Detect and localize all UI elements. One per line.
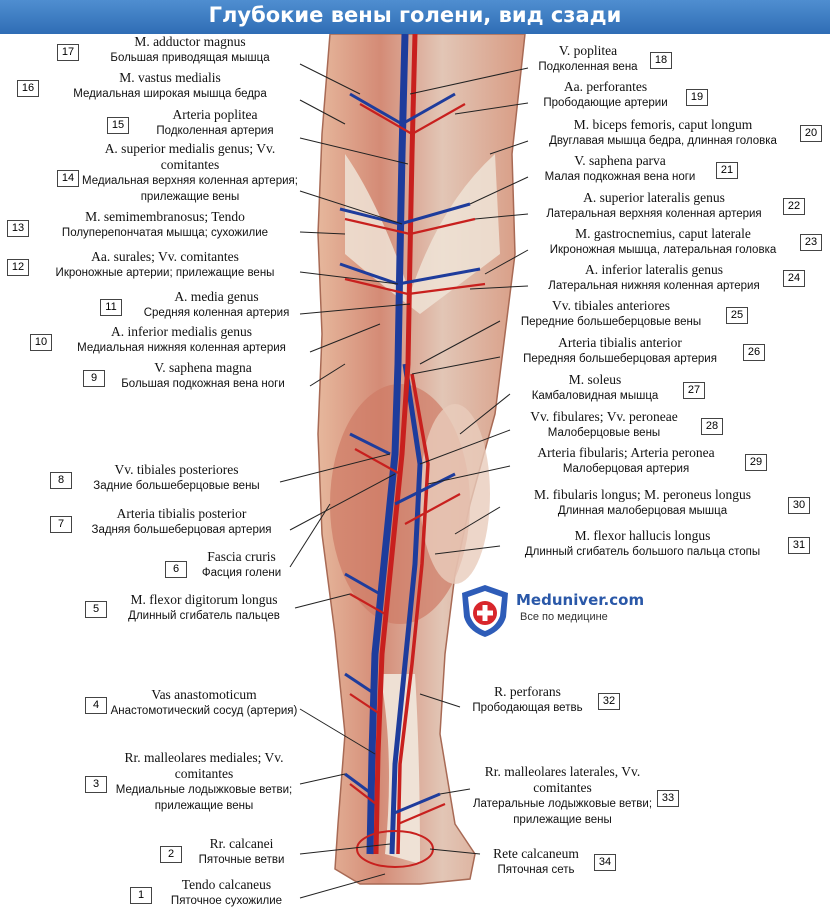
marker-2: 2 <box>160 846 182 863</box>
artery-branches <box>344 103 486 826</box>
marker-9: 9 <box>83 370 105 387</box>
logo-brand: Meduniver.com <box>516 591 645 609</box>
meduniver-logo: Meduniver.com Все по медицине <box>458 583 658 643</box>
marker-20: 20 <box>800 125 822 142</box>
marker-12: 12 <box>7 259 29 276</box>
marker-3: 3 <box>85 776 107 793</box>
marker-31: 31 <box>788 537 810 554</box>
marker-6: 6 <box>165 561 187 578</box>
label-superior-medialis-genus: A. superior medialis genus; Vv. comitant… <box>82 141 298 203</box>
logo-tagline: Все по медицине <box>520 611 608 623</box>
marker-34: 34 <box>594 854 616 871</box>
label-malleolares-mediales: Rr. malleolares mediales; Vv. comitantes… <box>115 750 293 812</box>
marker-28: 28 <box>701 418 723 435</box>
fibular-vein <box>389 363 423 855</box>
leader-lines <box>279 63 411 899</box>
marker-8: 8 <box>50 472 72 489</box>
marker-13: 13 <box>7 220 29 237</box>
marker-4: 4 <box>85 697 107 714</box>
page-title: Глубокие вены голени, вид сзади <box>208 3 622 27</box>
marker-23: 23 <box>800 234 822 251</box>
marker-32: 32 <box>598 693 620 710</box>
popliteal-artery <box>373 34 418 855</box>
marker-1: 1 <box>130 887 152 904</box>
marker-17: 17 <box>57 44 79 61</box>
marker-14: 14 <box>57 170 79 187</box>
marker-15: 15 <box>107 117 129 134</box>
marker-30: 30 <box>788 497 810 514</box>
title-bar: Глубокие вены голени, вид сзади <box>0 0 830 34</box>
marker-11: 11 <box>100 299 122 316</box>
fibular-artery <box>396 373 430 855</box>
marker-16: 16 <box>17 80 39 97</box>
anatomical-illustration <box>279 34 529 899</box>
label-malleolares-laterales: Rr. malleolares laterales, Vv. comitante… <box>472 764 653 826</box>
vein-branches <box>339 92 481 816</box>
marker-29: 29 <box>745 454 767 471</box>
marker-25: 25 <box>726 307 748 324</box>
shield-icon <box>462 585 508 637</box>
marker-19: 19 <box>686 89 708 106</box>
marker-5: 5 <box>85 601 107 618</box>
leader-lines-right <box>409 67 529 855</box>
marker-27: 27 <box>683 382 705 399</box>
marker-21: 21 <box>716 162 738 179</box>
popliteal-vein <box>366 34 409 855</box>
marker-26: 26 <box>743 344 765 361</box>
marker-33: 33 <box>657 790 679 807</box>
marker-10: 10 <box>30 334 52 351</box>
marker-24: 24 <box>783 270 805 287</box>
marker-18: 18 <box>650 52 672 69</box>
lateral-muscle <box>420 404 490 584</box>
marker-22: 22 <box>783 198 805 215</box>
marker-7: 7 <box>50 516 72 533</box>
knee-tendons <box>345 154 500 314</box>
